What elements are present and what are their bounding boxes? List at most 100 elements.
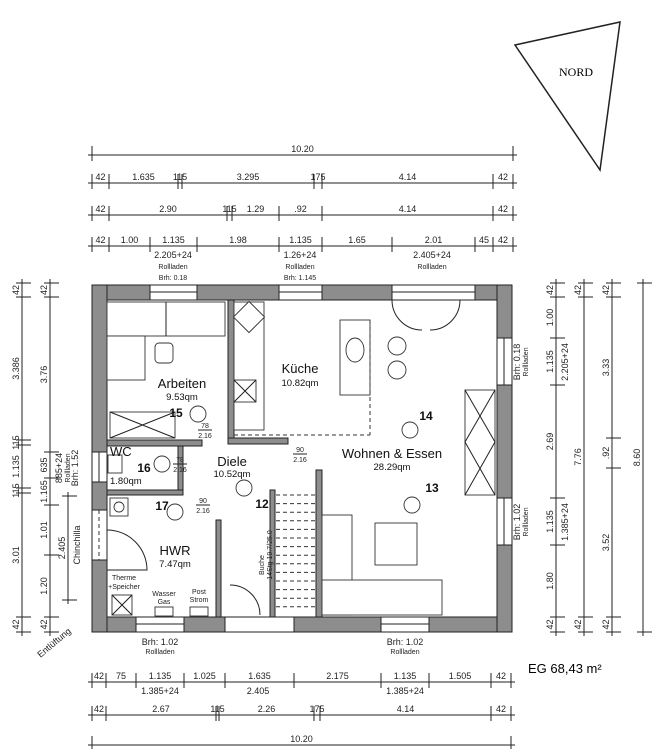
room-number: 15 (169, 406, 183, 420)
dim-right-col1: 42 (545, 285, 555, 295)
vent-label: Entlüftung (35, 626, 72, 660)
dim-top-row1: 42 (95, 172, 105, 182)
dim-right-col2: 42 (573, 619, 583, 629)
room-marker-icon (166, 503, 184, 521)
room-name-diele: Diele (217, 454, 247, 469)
dim-sub: 1.385+24 (141, 686, 179, 696)
dim-bottom-row1: 1.135 (149, 671, 172, 681)
dim-left-col1: 1.135 (11, 455, 21, 478)
dim-bottom-row1: 1.025 (193, 671, 216, 681)
dim-right-col3: 42 (601, 285, 611, 295)
dim-bottom-row2: 175 (309, 704, 324, 714)
dim-sub: 2.405 (247, 686, 270, 696)
dim-top-row2: 42 (95, 204, 105, 214)
window-label: Rollladen (523, 507, 530, 536)
dim-bottom-row2: 42 (94, 704, 104, 714)
room-name-hwr: HWR (159, 543, 190, 558)
window-label: 2.405+24 (413, 250, 451, 260)
dim-top-row2: 4.14 (399, 204, 417, 214)
door-height: 2.16 (198, 433, 212, 440)
window-label: Rollladen (390, 649, 419, 656)
furniture (106, 299, 496, 617)
dim-top-total: 10.20 (291, 144, 314, 154)
room-name-wc: WC (110, 444, 132, 459)
dim-bottom-total: 10.20 (290, 734, 313, 744)
door-width: 90 (199, 498, 207, 505)
room-marker-icon (153, 455, 171, 473)
dim-bottom-row1: 1.505 (449, 671, 472, 681)
dim-right-total: 8.60 (632, 449, 642, 467)
dim-left-col1: 3.01 (11, 546, 21, 564)
dim-top-row3: 42 (95, 235, 105, 245)
dim-right-col2: 42 (573, 285, 583, 295)
north-arrow: NORD (513, 21, 621, 173)
dim-left-col3: 2.405 (57, 537, 67, 560)
dim-left-col2: 42 (39, 285, 49, 295)
dim-top-row1: 115 (173, 172, 187, 182)
room-area-hwr: 7.47qm (159, 559, 191, 570)
dim-top-row1: 175 (310, 172, 325, 182)
fixture-wasser: Wasser (152, 591, 176, 598)
window-label: Rollladen (65, 453, 72, 482)
dim-bottom-row1: 42 (496, 671, 506, 681)
stairs-label: Buche (259, 555, 266, 575)
room-number: 17 (155, 499, 169, 513)
room-name-kueche: Küche (282, 361, 319, 376)
dim-top-row2: 115 (222, 204, 236, 214)
dim-top-row3: 2.01 (425, 235, 443, 245)
window-label: Brh: 1.02 (512, 504, 522, 541)
dim-top-row1: 4.14 (399, 172, 417, 182)
dim-left-col1: 3.386 (11, 357, 21, 380)
room-marker-icon (189, 405, 207, 423)
north-label: NORD (559, 65, 593, 79)
dim-top-row3: 1.00 (121, 235, 139, 245)
window-label: Rollladen (523, 347, 530, 376)
dim-top-row1: 1.635 (132, 172, 155, 182)
window-label: Brh: 0.18 (512, 344, 522, 381)
dim-bottom-row2: 4.14 (397, 704, 415, 714)
dim-right-col1: 1.135 (545, 510, 555, 533)
dim-right-col2: 7.76 (573, 448, 583, 466)
dim-right-col1: 1.80 (545, 572, 555, 590)
dim-right-col1: 2.69 (545, 433, 555, 451)
staircase (276, 494, 316, 608)
dim-right-col3: .92 (601, 447, 611, 460)
fixture-strom: Strom (190, 597, 209, 604)
room-marker-icon (235, 479, 253, 497)
dim-top-row3: 42 (498, 235, 508, 245)
dim-bottom-row1: 2.175 (326, 671, 349, 681)
dim-left-col1: 115 (11, 435, 21, 449)
dim-top-row1: 42 (498, 172, 508, 182)
dim-top-row3: 1.65 (348, 235, 366, 245)
window-label: Rollladen (145, 649, 174, 656)
dim-left-col2: 1.01 (39, 521, 49, 539)
dim-sub: 2.205+24 (560, 343, 570, 381)
room-area-kueche: 10.82qm (282, 378, 319, 389)
room-number: 14 (419, 409, 433, 423)
room-marker-icon (403, 496, 421, 514)
dim-right-col3: 42 (601, 619, 611, 629)
room-area-arbeiten: 9.53qm (166, 392, 198, 403)
total-area: EG 68,43 m² (528, 661, 602, 676)
chinchilla-label: Chinchilla (72, 525, 82, 564)
fixture-therme: Therme (112, 575, 136, 582)
dim-bottom-row1: 1.635 (248, 671, 271, 681)
dim-left-col1: 115 (11, 483, 21, 497)
dim-top-row1: 3.295 (237, 172, 260, 182)
dim-right-col1: 1.00 (545, 309, 555, 327)
window-label: Rollladen (285, 264, 314, 271)
dim-top-row2: 42 (498, 204, 508, 214)
dim-top-row3: 1.135 (162, 235, 185, 245)
window-label: Brh: 0.18 (159, 275, 188, 282)
dim-top-row3: 1.135 (289, 235, 312, 245)
dim-top-row3: 1.98 (229, 235, 247, 245)
room-area-wohnen: 28.29qm (374, 462, 411, 473)
window-label: Rollladen (158, 264, 187, 271)
dim-left-col1: 42 (11, 619, 21, 629)
dim-sub: 1.385+24 (560, 503, 570, 541)
door-width: 78 (176, 457, 184, 464)
window-label: Brh: 1.02 (142, 637, 179, 647)
